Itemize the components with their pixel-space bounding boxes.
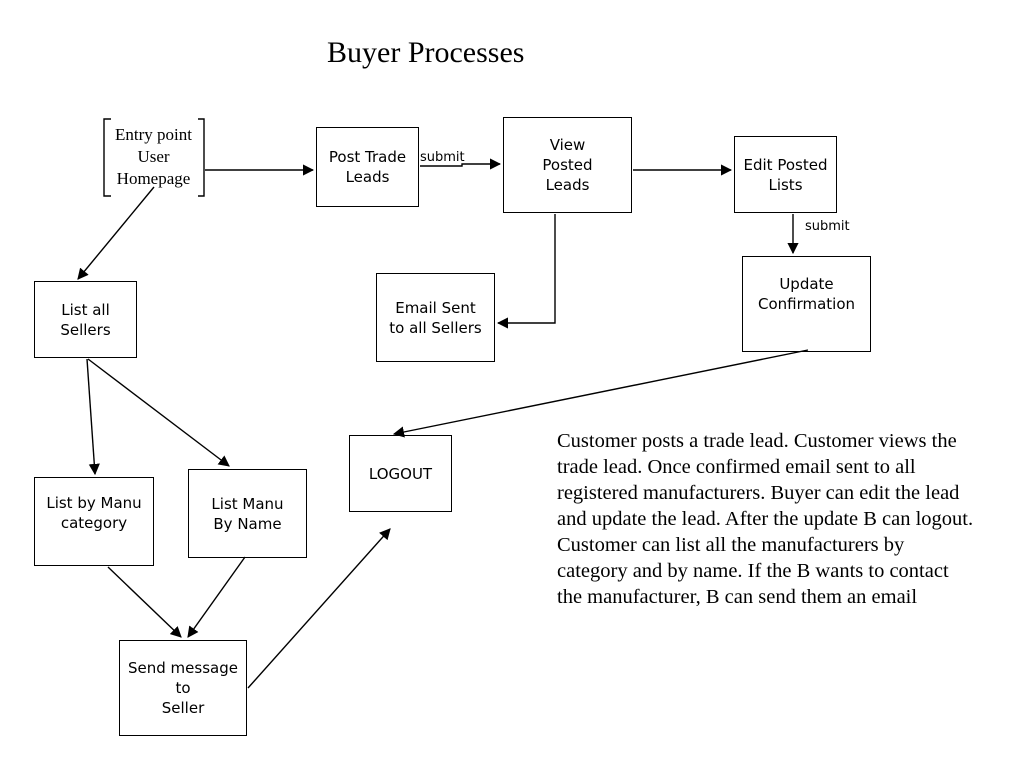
node-update-confirmation: Update Confirmation: [742, 256, 871, 352]
node-logout: LOGOUT: [349, 435, 452, 512]
edge-name-to-send: [187, 556, 246, 638]
edge-list-all-to-name: [87, 358, 230, 467]
edge-label-submit-post: submit: [420, 150, 465, 165]
edge-label-submit-edit: submit: [805, 219, 850, 234]
node-edit-posted-lists-label: Edit Posted Lists: [743, 155, 828, 194]
edge-send-to-logout: [247, 528, 391, 689]
node-list-manu-by-name: List Manu By Name: [188, 469, 307, 558]
node-view-posted-leads: View Posted Leads: [503, 117, 632, 213]
node-list-by-manu-category: List by Manu category: [34, 477, 154, 566]
node-edit-posted-lists: Edit Posted Lists: [734, 136, 837, 213]
node-entry-point-label: Entry point User Homepage: [115, 125, 192, 188]
node-list-manu-by-name-label: List Manu By Name: [211, 494, 284, 533]
node-list-all-sellers: List all Sellers: [34, 281, 137, 358]
description-text: Customer posts a trade lead. Customer vi…: [557, 430, 974, 608]
node-email-sent-label: Email Sent to all Sellers: [389, 298, 482, 337]
node-send-message-label: Send message to Seller: [128, 659, 238, 717]
node-email-sent: Email Sent to all Sellers: [376, 273, 495, 362]
node-update-confirmation-label: Update Confirmation: [757, 275, 856, 313]
node-post-trade-leads: Post Trade Leads: [316, 127, 419, 207]
diagram-title: Buyer Processes: [327, 36, 525, 69]
edge-list-all-to-category: [86, 358, 100, 476]
edge-view-to-email: [496, 214, 556, 329]
edge-category-to-send: [107, 566, 182, 638]
node-entry-point: Entry point User Homepage: [103, 118, 204, 196]
edge-entry-to-list-all: [77, 186, 155, 280]
node-view-posted-leads-label: View Posted Leads: [542, 136, 593, 194]
entry-bracket-right: [198, 118, 205, 197]
entry-bracket-left: [103, 118, 111, 197]
edge-update-to-logout: [392, 349, 809, 438]
node-list-by-manu-category-label: List by Manu category: [46, 493, 142, 532]
edge-post-to-view: [420, 158, 502, 170]
node-list-all-sellers-label: List all Sellers: [60, 300, 111, 339]
node-logout-label: LOGOUT: [368, 464, 433, 483]
node-post-trade-leads-label: Post Trade Leads: [328, 148, 407, 186]
node-send-message: Send message to Seller: [119, 640, 247, 736]
